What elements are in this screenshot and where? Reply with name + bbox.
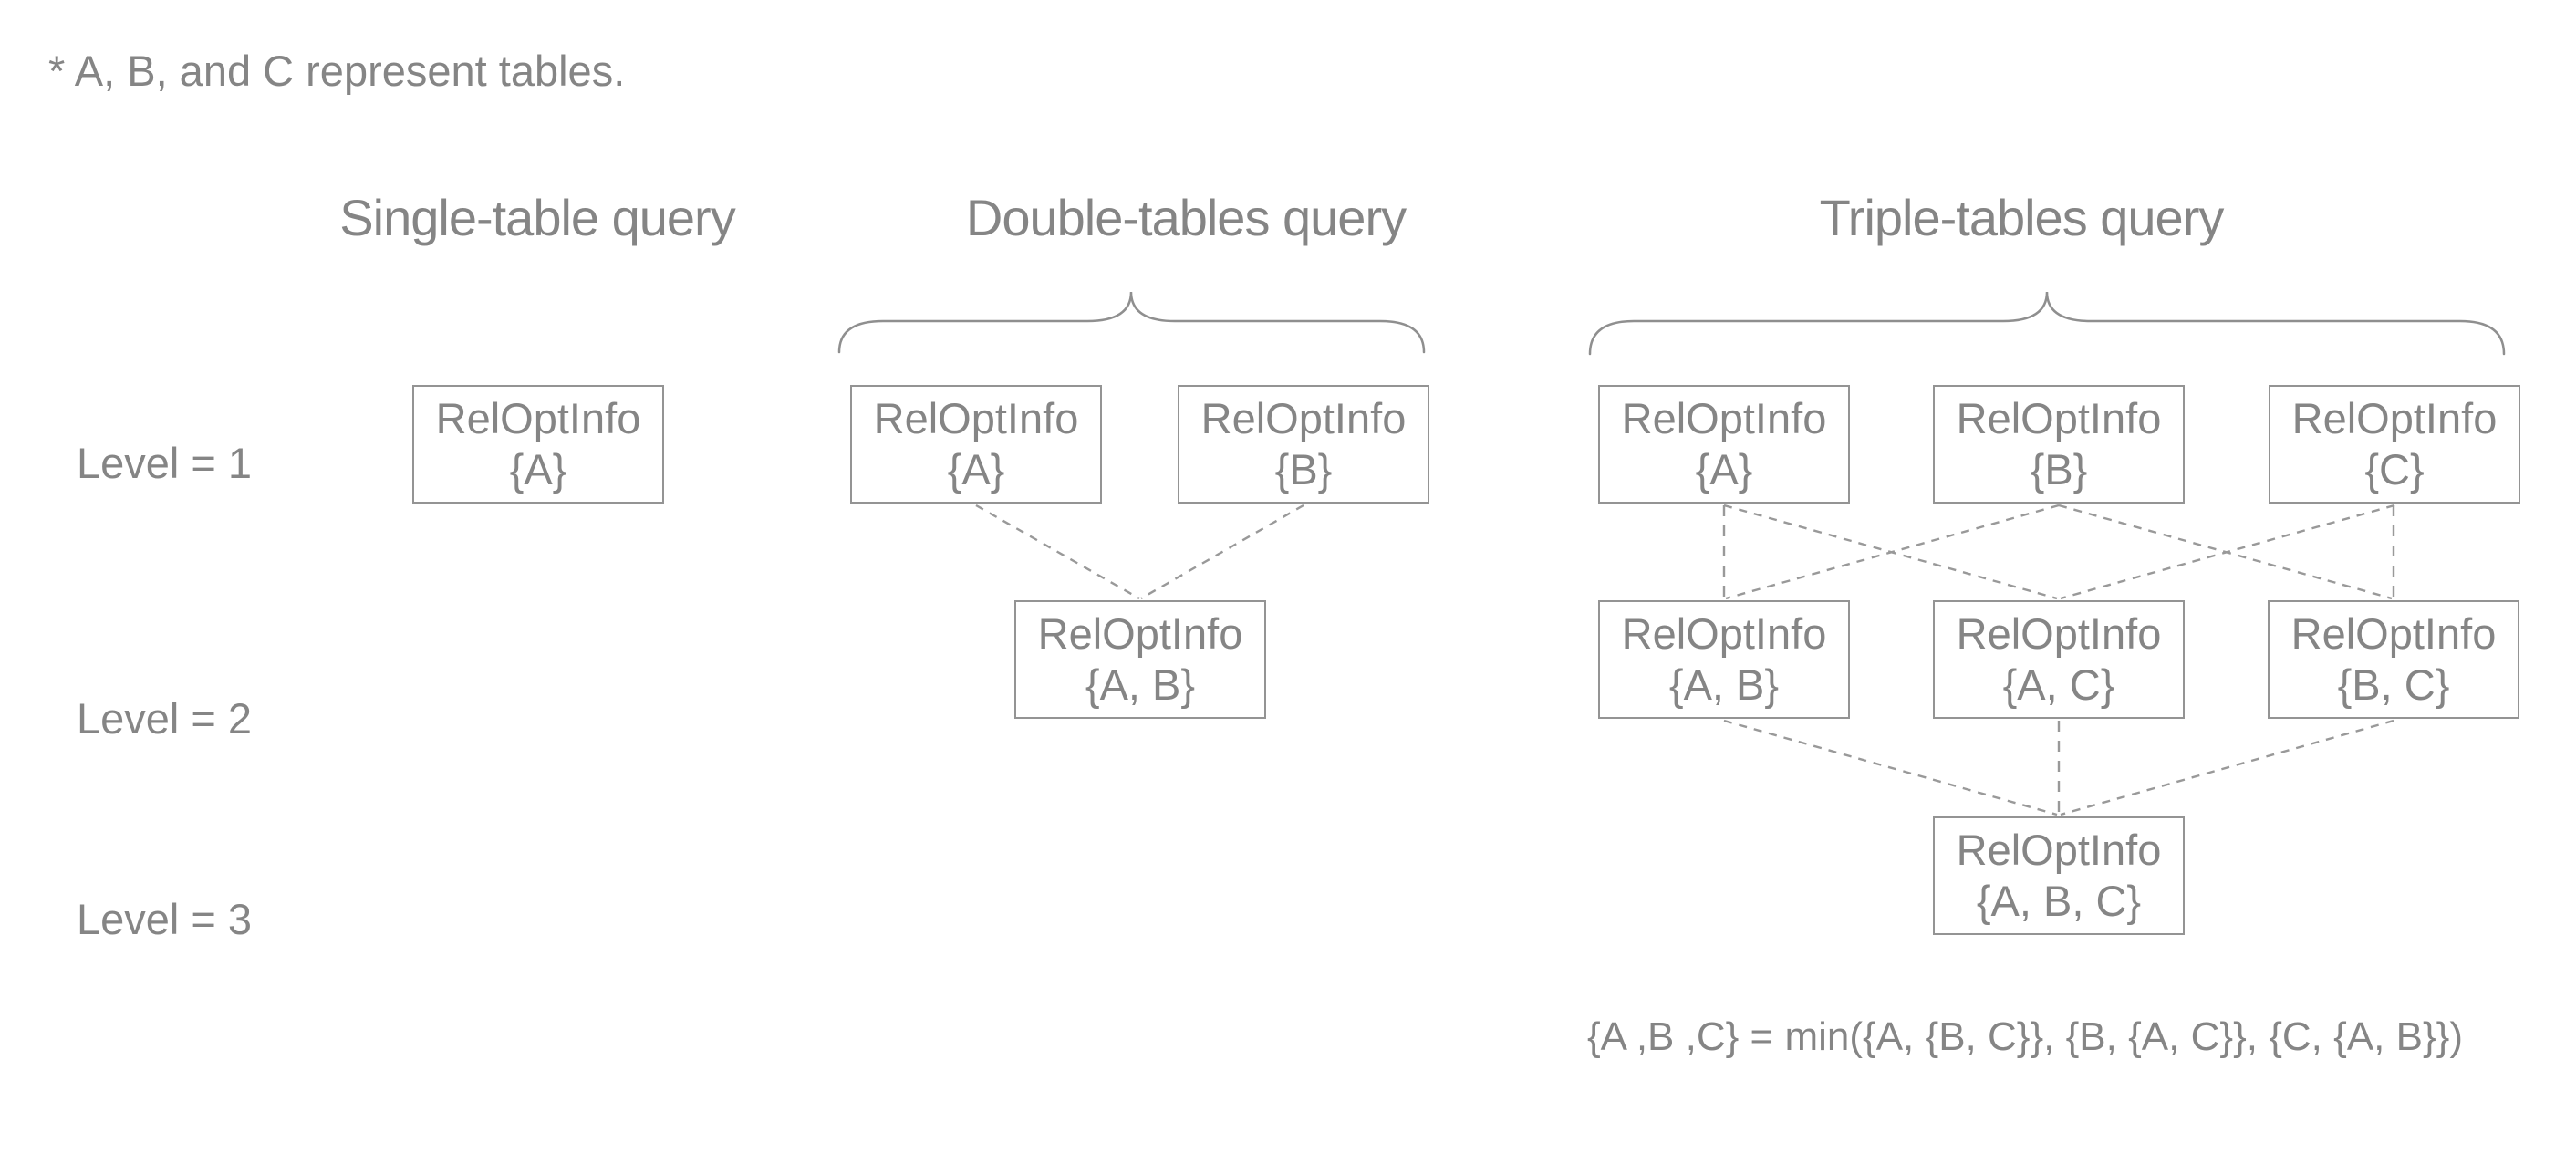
box-set: {B, C}: [2337, 660, 2450, 709]
reloptinfo-box-double-a: RelOptInfo {A}: [850, 385, 1102, 504]
box-set: {A, C}: [2002, 660, 2115, 709]
reloptinfo-box-triple-abc: RelOptInfo {A, B, C}: [1933, 816, 2185, 935]
double-tables-brace: [837, 291, 1426, 354]
connector-double-b-to-ab: [1140, 504, 1304, 600]
connector-triple-bc-to-abc: [2060, 719, 2394, 816]
box-title: RelOptInfo: [2290, 609, 2497, 658]
box-title: RelOptInfo: [1956, 826, 2162, 874]
triple-tables-brace: [1588, 291, 2506, 356]
box-set: {B}: [1274, 445, 1333, 494]
tables-footnote: * A, B, and C represent tables.: [48, 47, 626, 95]
connector-triple-b-to-bc: [2058, 504, 2393, 600]
column-header-triple-tables: Triple-tables query: [1819, 189, 2225, 246]
level-3-label: Level = 3: [77, 895, 253, 943]
connector-double-a-to-ab: [975, 504, 1140, 600]
reloptinfo-box-double-b: RelOptInfo {B}: [1178, 385, 1429, 504]
box-title: RelOptInfo: [1956, 394, 2162, 442]
column-header-double-tables: Double-tables query: [965, 189, 1407, 246]
box-set: {A}: [1695, 445, 1753, 494]
reloptinfo-box-triple-b: RelOptInfo {B}: [1933, 385, 2185, 504]
column-header-single-table: Single-table query: [339, 189, 735, 246]
box-title: RelOptInfo: [1621, 394, 1827, 442]
connector-triple-b-to-ab: [1725, 504, 2060, 600]
connector-triple-ab-to-abc: [1723, 719, 2058, 816]
box-set: {A}: [509, 445, 567, 494]
reloptinfo-box-triple-ab: RelOptInfo {A, B}: [1598, 600, 1850, 719]
box-title: RelOptInfo: [1956, 609, 2162, 658]
connector-triple-a-to-ac: [1723, 504, 2058, 600]
box-title: RelOptInfo: [2291, 394, 2498, 442]
min-cost-formula: {A ,B ,C} = min({A, {B, C}}, {B, {A, C}}…: [1586, 1014, 2464, 1059]
box-set: {A, B}: [1668, 660, 1780, 709]
box-set: {A}: [947, 445, 1005, 494]
box-title: RelOptInfo: [1621, 609, 1827, 658]
box-title: RelOptInfo: [435, 394, 641, 442]
box-title: RelOptInfo: [1200, 394, 1407, 442]
reloptinfo-box-triple-a: RelOptInfo {A}: [1598, 385, 1850, 504]
box-set: {C}: [2364, 445, 2425, 494]
reloptinfo-box-triple-bc: RelOptInfo {B, C}: [2268, 600, 2519, 719]
reloptinfo-box-triple-ac: RelOptInfo {A, C}: [1933, 600, 2185, 719]
box-title: RelOptInfo: [1037, 609, 1243, 658]
reloptinfo-box-triple-c: RelOptInfo {C}: [2269, 385, 2520, 504]
reloptinfo-box-single-a: RelOptInfo {A}: [412, 385, 664, 504]
box-set: {A, B}: [1085, 660, 1196, 709]
connector-triple-c-to-ac: [2060, 504, 2395, 600]
box-title: RelOptInfo: [873, 394, 1079, 442]
level-1-label: Level = 1: [77, 439, 253, 487]
level-2-label: Level = 2: [77, 694, 253, 743]
box-set: {B}: [2030, 445, 2088, 494]
reloptinfo-box-double-ab: RelOptInfo {A, B}: [1014, 600, 1266, 719]
box-set: {A, B, C}: [1976, 877, 2142, 925]
